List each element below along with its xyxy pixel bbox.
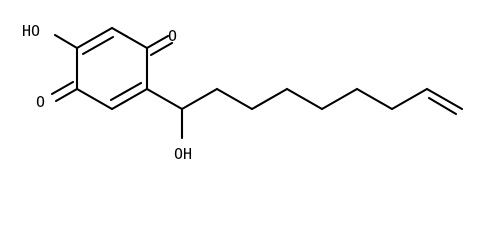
bond-chain-8 bbox=[425, 87, 464, 111]
bond-c1-oh bbox=[53, 33, 79, 50]
bond-c1-c2-double bbox=[81, 35, 115, 56]
bond-c4-c5 bbox=[110, 87, 149, 111]
bond-chain-2 bbox=[215, 87, 254, 111]
bond-chain-4 bbox=[285, 87, 324, 111]
bond-chain-5 bbox=[320, 87, 359, 111]
carbonyl-label-bottom-left: O bbox=[36, 93, 45, 111]
bond-c6-o bbox=[54, 87, 79, 103]
bond-c1-c2 bbox=[75, 26, 114, 50]
bond-terminal-alkene-double bbox=[427, 96, 458, 116]
hydroxyl-label-side-chain: OH bbox=[174, 145, 192, 163]
bond-c3-o-double bbox=[149, 41, 174, 57]
bond-chain-3 bbox=[250, 87, 289, 111]
ring-bonds bbox=[75, 26, 149, 111]
bond-c5-c6 bbox=[75, 87, 114, 111]
bond-chain-7 bbox=[390, 87, 429, 111]
chemical-structure-diagram: HO O O OH bbox=[22, 22, 464, 163]
bond-c4-chiral bbox=[145, 87, 184, 111]
bond-chain-6 bbox=[355, 87, 394, 111]
substituent-bonds bbox=[50, 33, 464, 140]
hydroxyl-label-top-left: HO bbox=[22, 22, 40, 40]
bond-c2-c3 bbox=[110, 26, 149, 50]
bond-c4-c5-double bbox=[109, 81, 143, 102]
bond-c3-o bbox=[145, 34, 170, 50]
bond-chain-1 bbox=[180, 87, 219, 111]
carbonyl-label-top-right: O bbox=[168, 27, 177, 45]
bond-c6-o-double bbox=[50, 80, 75, 96]
atom-labels: HO O O OH bbox=[22, 22, 192, 163]
